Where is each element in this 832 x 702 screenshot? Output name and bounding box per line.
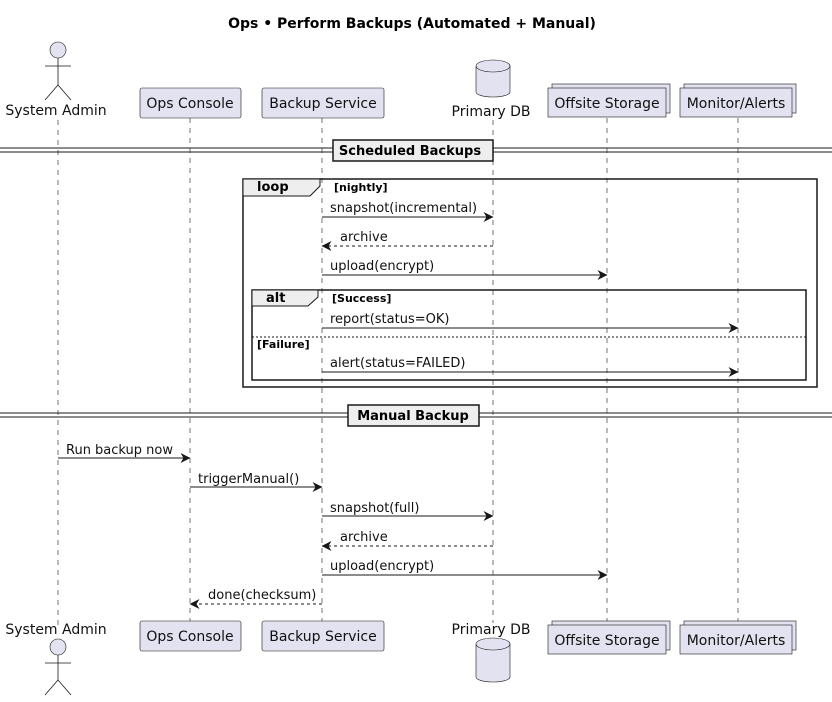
message-report-ok: report(status=OK) — [322, 312, 739, 333]
participant-label: Monitor/Alerts — [687, 96, 786, 112]
participant-label: Backup Service — [269, 629, 377, 645]
participant-monitor-alerts-bottom: Monitor/Alerts — [679, 620, 797, 655]
participant-label: Offsite Storage — [554, 96, 659, 112]
participant-ops-console-top: Ops Console — [139, 87, 242, 119]
divider-label: Scheduled Backups — [339, 144, 481, 159]
alt-fragment: alt [Success] [Failure] — [251, 289, 807, 381]
participant-backup-service-top: Backup Service — [261, 87, 385, 119]
participant-backup-service-bottom: Backup Service — [261, 620, 385, 652]
database-icon — [475, 637, 511, 683]
message-label: snapshot(full) — [330, 501, 419, 516]
participant-primary-db-top: Primary DB — [452, 59, 531, 120]
else-condition: [Failure] — [257, 338, 310, 351]
message-label: report(status=OK) — [330, 312, 449, 327]
message-label: upload(encrypt) — [330, 559, 434, 574]
message-archive-1: archive — [321, 230, 493, 251]
message-label: archive — [340, 230, 388, 245]
participant-ops-console-bottom: Ops Console — [139, 620, 242, 652]
database-icon — [475, 59, 511, 98]
message-label: done(checksum) — [208, 588, 316, 603]
divider-scheduled-backups: Scheduled Backups — [0, 139, 832, 162]
loop-fragment: loop [nightly] — [242, 178, 818, 388]
participant-primary-db-bottom: Primary DB — [452, 622, 531, 683]
participant-label: Monitor/Alerts — [687, 633, 786, 649]
message-label: snapshot(incremental) — [330, 201, 477, 216]
message-trigger-manual: triggerManual() — [190, 472, 323, 492]
message-label: Run backup now — [66, 443, 173, 458]
actor-system-admin-top: System Admin — [5, 41, 107, 119]
participant-label: System Admin — [5, 622, 106, 638]
participant-label: Backup Service — [269, 96, 377, 112]
message-upload-encrypt-2: upload(encrypt) — [322, 559, 608, 580]
message-snapshot-full: snapshot(full) — [322, 501, 494, 521]
message-alert-failed: alert(status=FAILED) — [322, 356, 739, 377]
message-upload-encrypt-1: upload(encrypt) — [322, 259, 608, 280]
message-done-checksum: done(checksum) — [189, 588, 322, 609]
participant-label: System Admin — [5, 103, 106, 119]
participant-label: Offsite Storage — [554, 633, 659, 649]
participant-monitor-alerts-top: Monitor/Alerts — [679, 83, 797, 118]
actor-icon — [44, 638, 72, 696]
participant-offsite-storage-top: Offsite Storage — [547, 83, 671, 118]
message-snapshot-incremental: snapshot(incremental) — [322, 201, 494, 222]
fragment-condition: [Success] — [332, 292, 391, 305]
participant-label: Primary DB — [452, 622, 531, 638]
actor-system-admin-bottom: System Admin — [5, 622, 107, 696]
fragment-keyword: loop — [257, 180, 289, 195]
actor-icon — [44, 41, 72, 101]
diagram-title: Ops • Perform Backups (Automated + Manua… — [228, 16, 596, 32]
message-label: alert(status=FAILED) — [330, 356, 465, 371]
fragment-keyword: alt — [266, 291, 285, 306]
participant-offsite-storage-bottom: Offsite Storage — [547, 620, 671, 655]
participant-label: Ops Console — [146, 96, 233, 112]
participant-label: Primary DB — [452, 104, 531, 120]
participant-label: Ops Console — [146, 629, 233, 645]
fragment-condition: [nightly] — [334, 181, 388, 194]
message-archive-2: archive — [321, 530, 493, 551]
divider-manual-backup: Manual Backup — [0, 404, 832, 427]
message-run-backup-now: Run backup now — [58, 443, 191, 463]
message-label: upload(encrypt) — [330, 259, 434, 274]
message-label: archive — [340, 530, 388, 545]
divider-label: Manual Backup — [357, 409, 469, 424]
message-label: triggerManual() — [198, 472, 299, 487]
